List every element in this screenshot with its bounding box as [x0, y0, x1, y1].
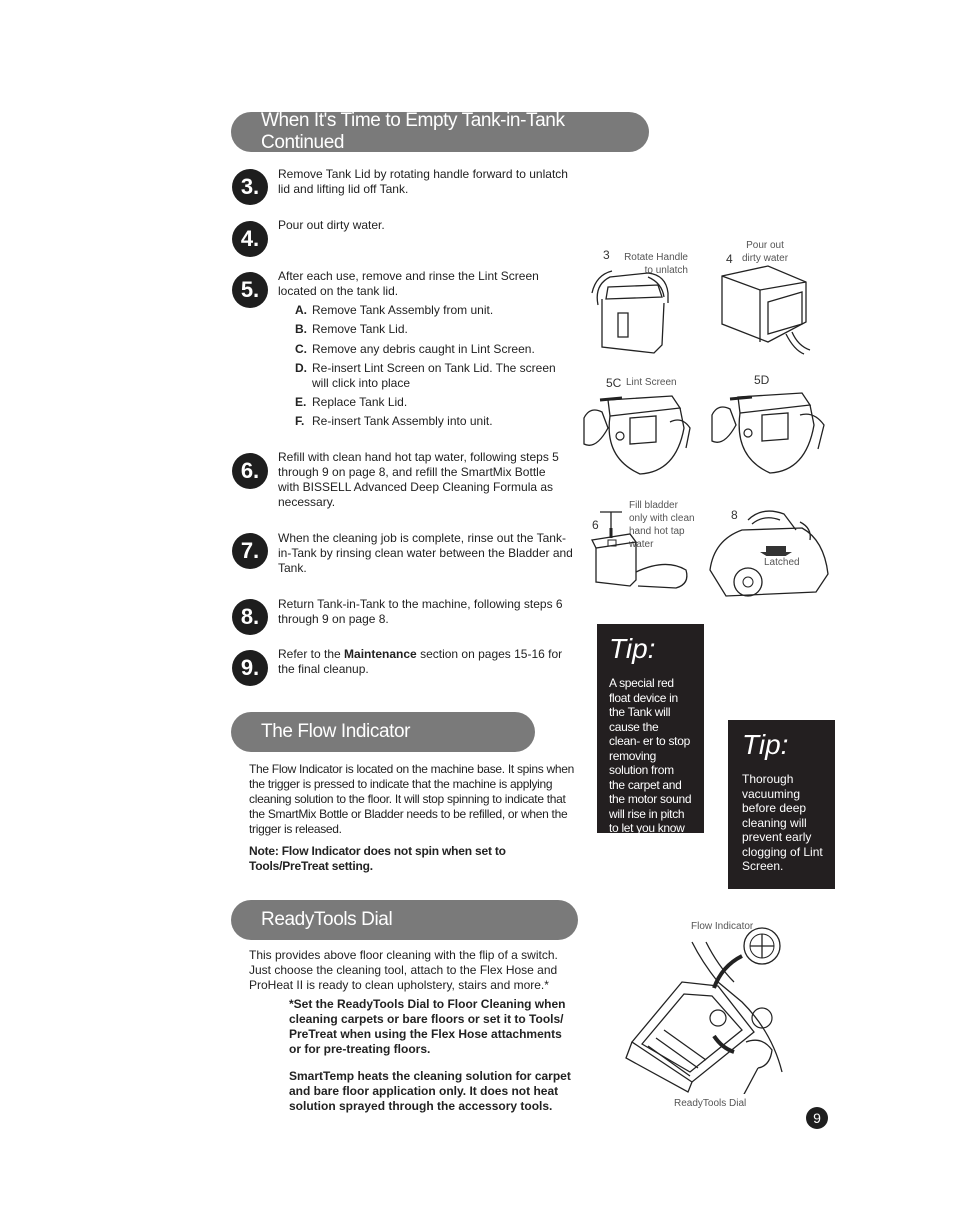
tip-text: A special red float device in the Tank w…	[609, 676, 692, 864]
flow-indicator-label: Flow Indicator	[691, 921, 754, 932]
step-number-5: 5.	[232, 272, 268, 308]
substep-f: F.Re-insert Tank Assembly into unit.	[295, 414, 493, 428]
readytools-body: This provides above floor cleaning with …	[249, 948, 558, 992]
step-number-3: 3.	[232, 169, 268, 205]
substep-c: C.Remove any debris caught in Lint Scree…	[295, 342, 535, 356]
substep-d: D.Re-insert Lint Screen on Tank Lid. The…	[295, 361, 556, 390]
readytools-note-smarttemp: SmartTemp heats the cleaning solution fo…	[289, 1069, 571, 1113]
substep-b: B.Remove Tank Lid.	[295, 322, 408, 336]
flow-indicator-body: The Flow Indicator is located on the mac…	[249, 762, 574, 836]
substep-e: E.Replace Tank Lid.	[295, 395, 408, 409]
step-text-6: Refill with clean hand hot tap water, fo…	[278, 450, 559, 509]
flow-indicator-illustration	[625, 927, 783, 1094]
readytools-dial-label: ReadyTools Dial	[674, 1098, 747, 1109]
figure-5d-number: 5D	[754, 373, 770, 387]
step-text-4: Pour out dirty water.	[278, 218, 385, 232]
step-number-6: 6.	[232, 453, 268, 489]
step-text-5: After each use, remove and rinse the Lin…	[278, 269, 539, 298]
figure-4-caption: Pour out dirty water	[741, 240, 789, 264]
section-title: ReadyTools Dial	[261, 909, 393, 930]
step-number-4: 4.	[232, 221, 268, 257]
tip-box-float: Tip: A special red float device in the T…	[597, 624, 704, 864]
figure-3-caption: Rotate Handle to unlatch	[624, 252, 688, 276]
tip-title: Tip:	[609, 633, 656, 664]
figure-5c-number: 5C	[606, 376, 622, 390]
return-tank-illustration	[709, 510, 829, 597]
tip-title: Tip:	[742, 729, 789, 760]
flow-indicator-note: Note: Flow Indicator does not spin when …	[249, 844, 506, 873]
tank-lid-illustration	[591, 270, 669, 354]
step-number-7: 7.	[232, 533, 268, 569]
tip-box-vacuuming: Tip: Thorough vacuuming before deep clea…	[728, 720, 835, 889]
lint-screen-removal-illustration	[583, 395, 691, 475]
step-text-8: Return Tank-in-Tank to the machine, foll…	[278, 597, 563, 626]
figure-8-caption: Latched	[764, 556, 800, 569]
page-number: 9	[806, 1107, 828, 1129]
section-header-readytools-dial: ReadyTools Dial	[231, 900, 578, 940]
readytools-note-floor: *Set the ReadyTools Dial to Floor Cleani…	[289, 997, 566, 1056]
figure-8-number: 8	[731, 508, 738, 522]
substep-a: A.Remove Tank Assembly from unit.	[295, 303, 494, 317]
step-text-3: Remove Tank Lid by rotating handle forwa…	[278, 167, 568, 196]
step-text-7: When the cleaning job is complete, rinse…	[278, 531, 573, 575]
section-title: The Flow Indicator	[261, 721, 411, 742]
step-number-8: 8.	[232, 599, 268, 635]
figure-6-number: 6	[592, 518, 599, 532]
section-header-empty-tank: When It's Time to Empty Tank-in-Tank Con…	[231, 110, 649, 153]
tip-text: Thorough vacuuming before deep cleaning …	[742, 772, 823, 873]
figure-5c-caption: Lint Screen	[626, 377, 677, 388]
pour-water-illustration	[721, 265, 811, 355]
figure-6-caption: Fill bladder only with clean hand hot ta…	[629, 500, 695, 550]
section-header-flow-indicator: The Flow Indicator	[231, 712, 535, 752]
step-text-9: Refer to the Maintenance section on page…	[278, 647, 563, 676]
section-title: When It's Time to Empty Tank-in-Tank Con…	[261, 110, 565, 153]
lint-screen-reinsert-illustration	[711, 392, 825, 474]
step-number-9: 9.	[232, 650, 268, 686]
figure-4-number: 4	[726, 252, 733, 266]
figure-3-number: 3	[603, 248, 610, 262]
fill-bladder-illustration	[591, 511, 688, 589]
